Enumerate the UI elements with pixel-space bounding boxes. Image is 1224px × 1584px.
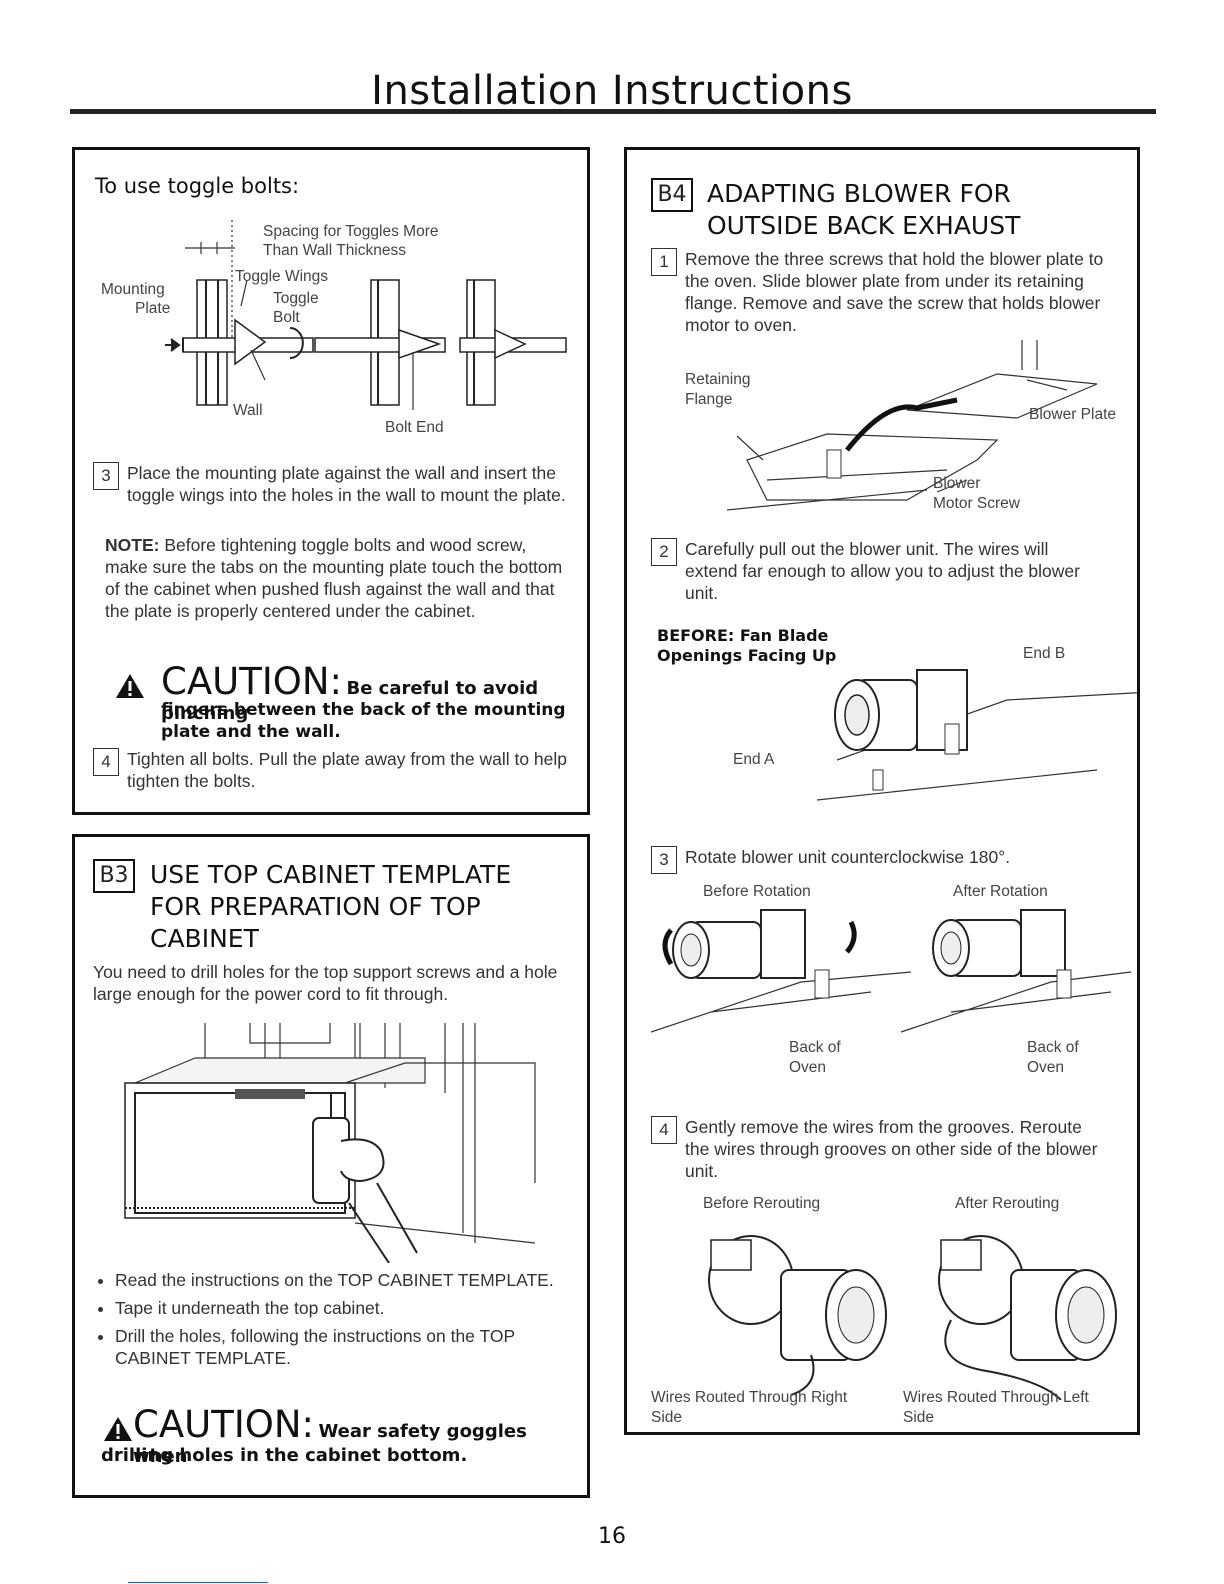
blower-plate-illustration [726,340,1098,511]
toggle-bolt-diagram [165,220,567,410]
label-wires-right-2: Side [651,1409,683,1426]
step-number: 3 [651,846,677,874]
step-number: 3 [93,462,119,490]
b3-caution: CAUTION: Wear safety goggles when [133,1403,583,1467]
label-back-of-2: Back of [1027,1039,1079,1056]
label-plate: Plate [135,300,171,317]
label-toggle-wings: Toggle Wings [235,268,329,285]
caution-line-2: drilling holes in the cabinet bottom. [101,1445,468,1466]
b3-badge: B3 [93,859,135,893]
step-text: Remove the three screws that hold the bl… [685,249,1104,335]
label-before-2: Openings Facing Up [657,646,837,665]
label-end-a: End A [733,751,775,768]
label-mounting: Mounting [101,281,165,298]
b3-intro: You need to drill holes for the top supp… [93,962,558,1004]
title-rule [70,109,1156,114]
label-oven-2: Oven [1027,1059,1065,1076]
b4-heading-line-2: OUTSIDE BACK EXHAUST [707,211,1021,240]
label-wires-right-1: Wires Routed Through Right [651,1389,848,1406]
label-spacing: Spacing for Toggles More [263,223,439,240]
b3-panel: B3 USE TOP CABINET TEMPLATE FOR PREPARAT… [72,834,590,1498]
toggle-bolts-panel: To use toggle bolts: Spacing for Tog [72,147,590,815]
b4-step-3: 3 Rotate blower unit counterclockwise 180… [651,846,1131,874]
toggle-caution: CAUTION: Be careful to avoid pinching [161,660,581,724]
page-number: 16 [598,1524,626,1549]
label-bolt-end: Bolt End [385,419,444,436]
before-rotation-blower [651,909,912,1033]
b3-heading: USE TOP CABINET TEMPLATE FOR PREPARATION… [150,859,511,955]
step-number: 1 [651,248,677,276]
warning-triangle-icon [116,674,144,698]
label-end-b: End B [1023,645,1066,662]
step-text: Place the mounting plate against the wal… [127,463,566,505]
toggle-step-3: 3 Place the mounting plate against the wa… [93,462,573,506]
b4-badge: B4 [651,178,693,212]
label-blower: Blower [933,475,981,492]
footer-line [128,1582,268,1583]
label-flange: Flange [685,391,733,408]
label-after-rotation: After Rotation [953,883,1048,900]
caution-line-1: Wear safety goggles when [133,1421,527,1467]
bullet-item: Tape it underneath the top cabinet. [115,1297,567,1319]
bullet-item: Drill the holes, following the instructi… [115,1325,567,1369]
step-text: Carefully pull out the blower unit. The … [685,539,1080,603]
step-number: 4 [93,748,119,776]
b3-heading-line-2: FOR PREPARATION OF TOP [150,892,481,921]
before-rerouting-blower [708,1235,887,1396]
label-oven-1: Oven [789,1059,827,1076]
b3-heading-line-3: CABINET [150,924,259,953]
label-retaining: Retaining [685,371,751,388]
label-spacing2: Than Wall Thickness [263,242,406,259]
caution-line-2: fingers between the back of the mounting [161,700,566,720]
b3-heading-line-1: USE TOP CABINET TEMPLATE [150,860,512,889]
label-bolt: Bolt [273,309,300,326]
toggle-step-4: 4 Tighten all bolts. Pull the plate away … [93,748,573,792]
rotation-illustration [651,909,1131,1033]
step-text: Rotate blower unit counterclockwise 180°… [685,847,1011,867]
step-number: 4 [651,1116,677,1144]
toggle-bolts-heading: To use toggle bolts: [95,174,300,198]
label-before-rotation: Before Rotation [703,883,811,900]
cabinet-drill-illustration [124,1023,536,1263]
label-wall: Wall [233,402,263,419]
label-blower-plate: Blower Plate [1029,406,1117,423]
blower-before-illustration [816,669,1137,801]
b4-heading-line-1: ADAPTING BLOWER FOR [707,179,1011,208]
label-motor-screw: Motor Screw [933,495,1020,512]
page-title: Installation Instructions [371,68,853,114]
warning-triangle-icon [104,1417,132,1441]
note-label: NOTE: [105,535,160,555]
step-text: Tighten all bolts. Pull the plate away f… [127,749,568,791]
rerouting-illustration [708,1235,1117,1400]
b3-bullets: Read the instructions on the TOP CABINET… [97,1269,567,1375]
label-after-rerouting: After Rerouting [955,1195,1060,1212]
step-number: 2 [651,538,677,566]
note-text: Before tightening toggle bolts and wood … [105,535,563,621]
label-before-rerouting: Before Rerouting [703,1195,821,1212]
caution-line-1: Be careful to avoid pinching [161,678,539,724]
b4-panel: B4 ADAPTING BLOWER FOR OUTSIDE BACK EXHA… [624,147,1140,1435]
after-rerouting-blower [938,1235,1117,1400]
label-before-1: BEFORE: Fan Blade [657,626,829,645]
caution-line-3: plate and the wall. [161,722,341,742]
label-wires-left-2: Side [903,1409,935,1426]
label-back-of-1: Back of [789,1039,841,1056]
step-text: Gently remove the wires from the grooves… [685,1117,1098,1181]
caution-title: CAUTION: [133,1403,315,1446]
label-toggle: Toggle [273,290,319,307]
b4-step-2: 2 Carefully pull out the blower unit. The… [651,538,1131,604]
b4-step-1: 1 Remove the three screws that hold the b… [651,248,1131,336]
after-rotation-blower [900,909,1131,1033]
toggle-note: NOTE: Before tightening toggle bolts and… [105,534,565,622]
label-wires-left-1: Wires Routed Through Left [903,1389,1089,1406]
bullet-item: Read the instructions on the TOP CABINET… [115,1269,567,1291]
b4-heading: ADAPTING BLOWER FOR OUTSIDE BACK EXHAUST [707,178,1020,242]
b4-step-4: 4 Gently remove the wires from the groove… [651,1116,1131,1182]
caution-title: CAUTION: [161,660,343,703]
